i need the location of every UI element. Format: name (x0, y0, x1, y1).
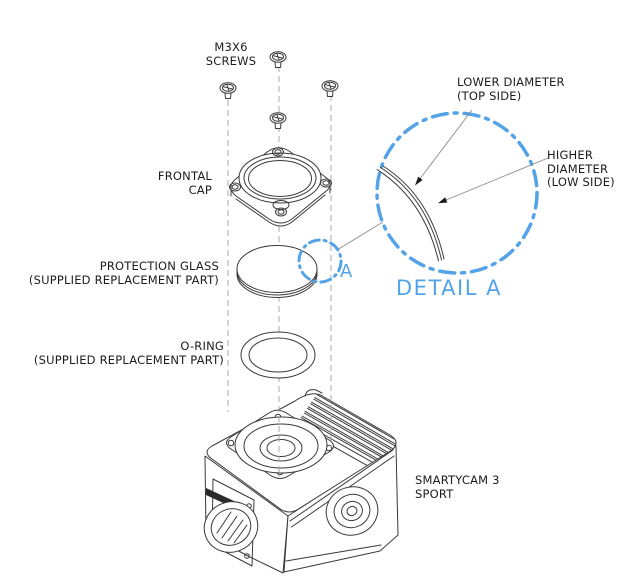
product-name-label: SMARTYCAM 3 SPORT (415, 473, 500, 501)
side-button (325, 486, 379, 536)
detail-a-view (375, 109, 549, 275)
detail-leader-line (336, 221, 384, 251)
higher-diameter-leader (439, 157, 549, 203)
camera-body-drawing (203, 389, 399, 574)
protection-glass-label: PROTECTION GLASS (SUPPLIED REPLACEMENT P… (28, 259, 219, 287)
protection-glass-drawing (236, 245, 318, 298)
lens-barrel (259, 434, 303, 462)
detail-view-title: DETAIL A (396, 276, 502, 300)
cable-connector (203, 501, 259, 553)
o-ring-label: O-RING (SUPPLIED REPLACEMENT PART) (33, 339, 224, 367)
lower-diameter-leader (415, 109, 473, 185)
top-bump (304, 389, 323, 397)
detail-marker-circle (297, 238, 343, 284)
glass-edge-cross-section (376, 165, 445, 262)
lens-plate (226, 409, 334, 479)
bottom-chamfer-line (285, 544, 382, 562)
frontal-cap-drawing (229, 147, 332, 227)
frontal-cap-label: FRONTAL CAP (157, 169, 212, 197)
higher-diameter-arrowhead (438, 197, 448, 204)
detail-view-circle (375, 111, 539, 275)
o-ring-drawing (240, 331, 316, 379)
lower-diameter-label: LOWER DIAMETER (TOP SIDE) (457, 75, 565, 103)
screws-label: M3X6 SCREWS (205, 40, 257, 68)
detail-marker-letter: A (340, 261, 353, 282)
higher-diameter-label: HIGHER DIAMETER (LOW SIDE) (547, 148, 615, 189)
lower-diameter-arrowhead (415, 176, 423, 186)
